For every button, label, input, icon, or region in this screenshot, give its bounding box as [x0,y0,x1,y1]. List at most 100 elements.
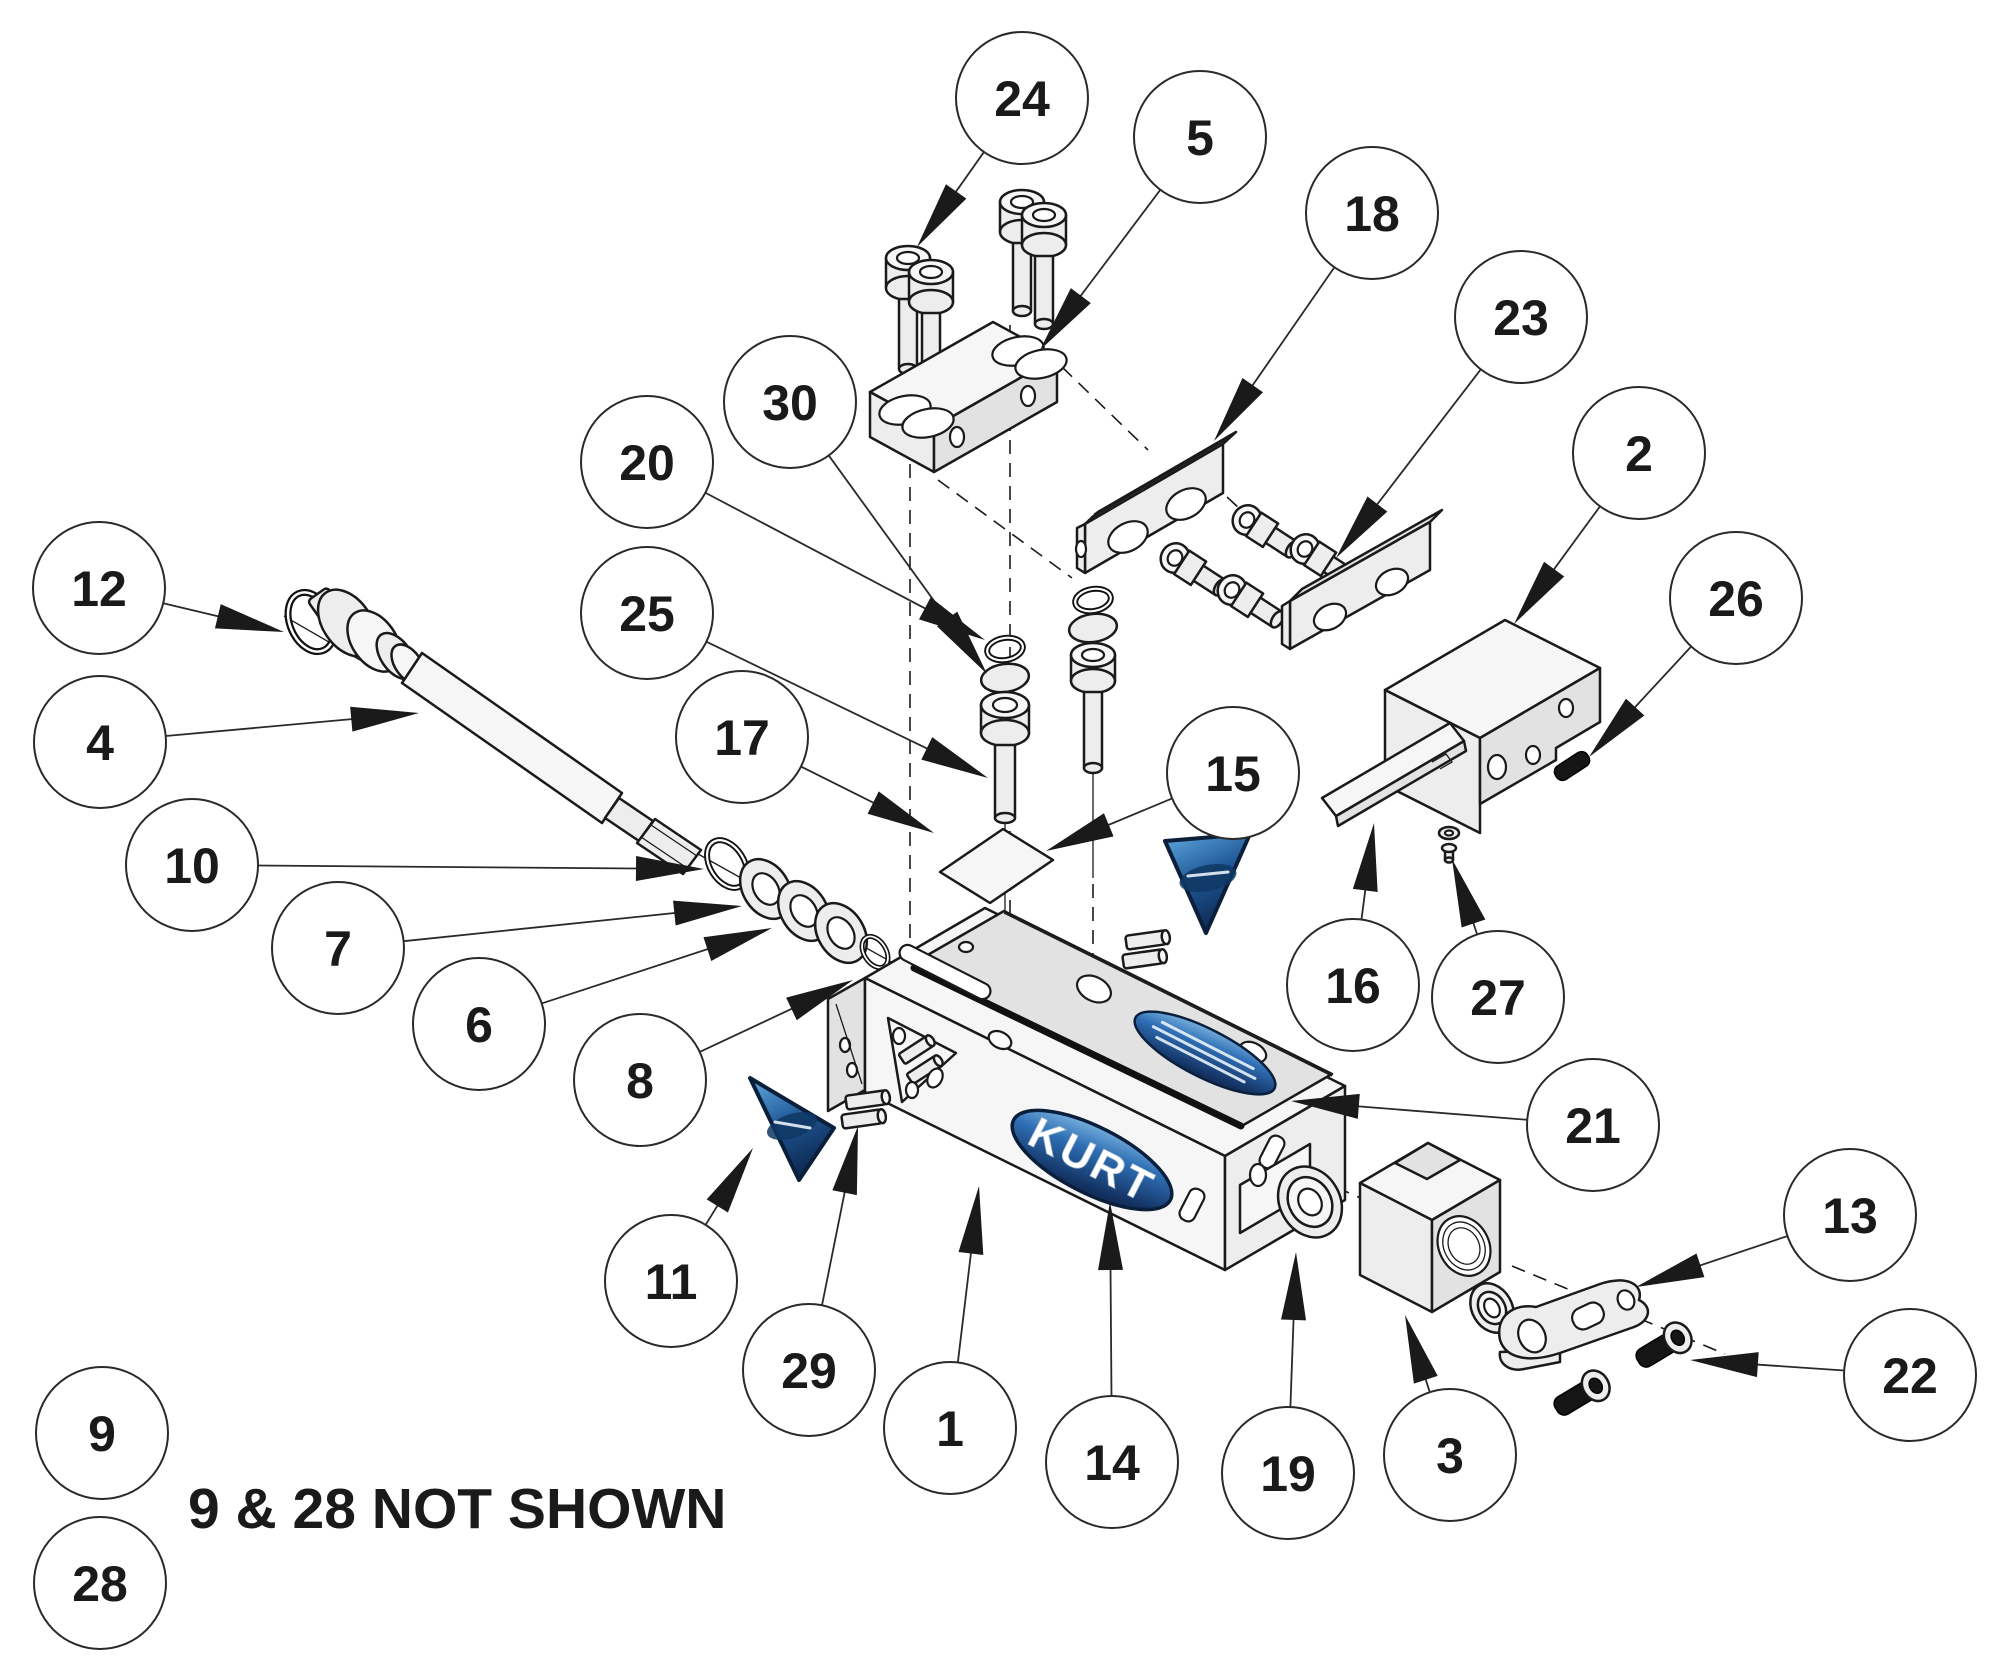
part-26-set-screw [1553,750,1591,782]
part-18-jaw-plate [1074,430,1238,575]
balloon-number-22: 22 [1882,1348,1938,1404]
part-19-washer [1276,1165,1344,1239]
leader-arrowhead-7 [673,900,742,926]
leader-arrowhead-26 [1589,698,1645,757]
balloon-number-18: 18 [1344,186,1400,242]
balloon-26: 26 [1589,531,1803,757]
balloon-number-3: 3 [1436,1428,1464,1484]
part-13-bracket [1497,1279,1650,1371]
leader-arrowhead-12 [214,604,284,632]
balloon-circle-22 [1843,1308,1977,1442]
balloon-11: 11 [604,1148,753,1348]
balloon-circle-13 [1783,1148,1917,1282]
chip-guard-wedge-bottom [748,1076,836,1182]
balloon-number-17: 17 [714,710,770,766]
spring-pins-top [1121,929,1172,970]
balloon-2: 2 [1514,386,1706,624]
balloon-3: 3 [1383,1315,1517,1522]
leader-arrowhead-15 [1046,813,1114,851]
thrust-washer [813,902,869,964]
part-25-screw-left [979,690,1031,825]
seal-disk-right [1067,612,1119,644]
balloon-10: 10 [125,798,704,932]
part-16-plate [1320,721,1468,828]
balloon-circle-5 [1133,70,1267,204]
balloon-circle-29 [742,1303,876,1437]
balloon-number-15: 15 [1205,746,1261,802]
balloon-number-13: 13 [1822,1188,1878,1244]
balloon-number-25: 25 [619,586,675,642]
balloon-number-29: 29 [781,1343,837,1399]
balloon-circle-28 [33,1516,167,1650]
leader-arrowhead-20 [919,597,985,640]
balloon-24: 24 [917,31,1089,247]
balloon-13: 13 [1636,1148,1917,1287]
leader-arrowhead-4 [350,706,419,732]
part-2-stationary-jaw [1383,618,1602,835]
leader-arrowhead-11 [706,1148,753,1213]
balloon-number-11: 11 [645,1254,698,1310]
balloon-number-6: 6 [465,997,493,1053]
leader-arrowhead-27 [1452,859,1486,928]
balloon-15: 15 [1046,706,1300,851]
leader-arrowhead-1 [958,1186,984,1256]
balloon-22: 22 [1690,1308,1977,1442]
leader-arrowhead-8 [786,980,853,1021]
balloon-14: 14 [1045,1202,1179,1529]
leader-arrowhead-22 [1690,1352,1759,1378]
balloon-number-14: 14 [1084,1435,1140,1491]
balloon-number-7: 7 [324,921,352,977]
part-4-screw-shaft [307,587,703,876]
balloon-number-1: 1 [936,1401,964,1457]
part-25-screw-right [1069,641,1117,775]
balloon-number-23: 23 [1493,290,1549,346]
balloon-12: 12 [32,521,284,655]
balloon-19: 19 [1221,1252,1355,1540]
balloon-29: 29 [742,1126,876,1437]
balloon-number-30: 30 [762,375,818,431]
balloon-9: 9 [35,1366,169,1500]
part-24-screws [884,188,1068,390]
balloon-circle-27 [1431,930,1565,1064]
part-22-screws [1553,1321,1693,1416]
leader-arrowhead-3 [1405,1315,1438,1384]
balloon-6: 6 [412,928,772,1091]
balloon-circle-25 [580,546,714,680]
balloon-circle-2 [1572,386,1706,520]
balloon-7: 7 [271,881,742,1015]
balloon-25: 25 [580,546,988,778]
part-5-block [868,320,1068,474]
balloon-circle-3 [1383,1388,1517,1522]
leader-arrowhead-21 [1291,1093,1360,1119]
balloon-circle-14 [1045,1395,1179,1529]
chip-guard-wedge-top [1163,832,1252,935]
part-29-spring-pins [840,1089,892,1130]
part-3-nut-block [1358,1141,1502,1314]
balloon-1: 1 [883,1186,1017,1495]
leader-arrowhead-5 [1040,288,1091,350]
not-shown-note: 9 & 28 NOT SHOWN [188,1477,726,1541]
balloon-circle-26 [1669,531,1803,665]
balloon-circle-9 [35,1366,169,1500]
balloon-circle-8 [573,1013,707,1147]
balloon-circle-12 [32,521,166,655]
leader-arrowhead-23 [1336,496,1388,558]
leader-arrowhead-14 [1098,1202,1124,1271]
balloon-circle-21 [1526,1058,1660,1192]
part-1-vise-body: KURT [826,906,1347,1272]
balloon-circle-18 [1305,146,1439,280]
leader-arrowhead-6 [703,928,772,962]
leader-arrowhead-2 [1514,561,1565,624]
balloon-5: 5 [1040,70,1267,350]
leader-line-10 [257,864,697,870]
balloon-circle-1 [883,1361,1017,1495]
balloon-number-19: 19 [1260,1446,1316,1502]
balloon-circle-7 [271,881,405,1015]
part-30-seal-disk [979,662,1031,694]
balloon-number-2: 2 [1625,426,1653,482]
balloon-16: 16 [1286,823,1420,1052]
balloon-circle-19 [1221,1406,1355,1540]
